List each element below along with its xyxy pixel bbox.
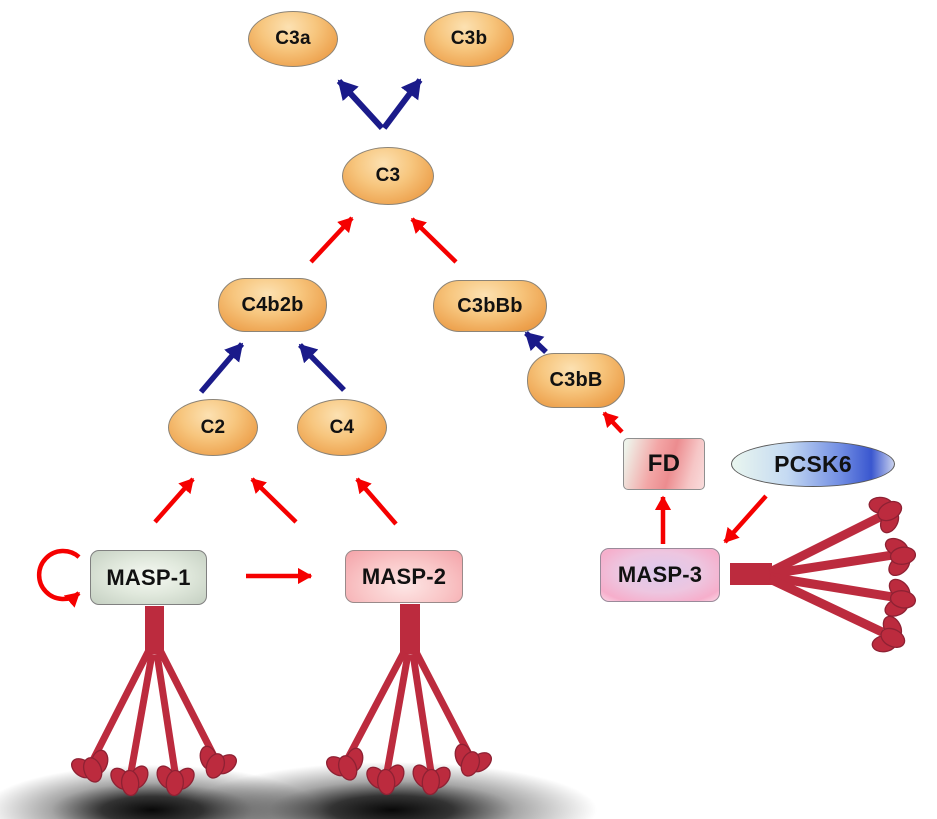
node-c3: C3 [342, 147, 434, 205]
node-fd: FD [623, 438, 705, 490]
node-c3a-label: C3a [275, 28, 311, 49]
arrow-pcsk6-to-masp3 [723, 494, 768, 544]
recognition-complex-masp3 [730, 484, 920, 665]
recognition-complex-masp2 [319, 604, 499, 798]
node-c3-label: C3 [375, 165, 401, 186]
node-c4: C4 [297, 399, 387, 456]
node-c3b: C3b [424, 11, 514, 67]
node-masp1-label: MASP-1 [106, 564, 191, 590]
node-c4b2b: C4b2b [218, 278, 327, 332]
node-masp1: MASP-1 [90, 550, 207, 605]
node-fd-label: FD [647, 450, 681, 477]
node-pcsk6-label: PCSK6 [774, 450, 852, 477]
node-masp2: MASP-2 [345, 550, 463, 603]
node-c3bBb-label: C3bBb [457, 294, 523, 317]
arrow-c4b2b-to-c3 [309, 216, 354, 264]
node-masp3-label: MASP-3 [617, 562, 703, 587]
node-c3bBb: C3bBb [433, 280, 547, 332]
node-c4b2b-label: C4b2b [241, 293, 304, 316]
arrow-c2-to-c4b2b [198, 342, 245, 394]
arrow-layer [153, 78, 768, 585]
node-c2: C2 [168, 399, 258, 456]
arrow-c3-to-c3a [336, 78, 385, 131]
arrow-c3bBb-to-c3 [410, 217, 458, 264]
arrow-c3bB-to-c3bBb [524, 331, 548, 354]
node-c3bB-label: C3bB [549, 369, 603, 391]
arrow-c4-to-c4b2b [298, 343, 346, 392]
node-c3b-label: C3b [450, 28, 488, 49]
node-c3a: C3a [248, 11, 338, 67]
node-masp2-label: MASP-2 [361, 563, 447, 589]
node-c4-label: C4 [329, 416, 355, 438]
node-c2-label: C2 [200, 416, 226, 438]
node-c3bB: C3bB [527, 353, 625, 408]
node-masp3: MASP-3 [600, 548, 720, 602]
masp1-self-activation-arrow [36, 548, 81, 608]
arrow-fd-to-c3bB [602, 411, 624, 434]
arrow-c3-to-c3b [381, 78, 423, 130]
arrow-masp2-to-c4 [355, 477, 398, 526]
recognition-complex-masp1 [64, 606, 244, 799]
arrow-masp1-to-c2 [153, 477, 195, 524]
arrow-masp2-to-c2 [250, 477, 298, 524]
node-pcsk6: PCSK6 [731, 441, 895, 487]
